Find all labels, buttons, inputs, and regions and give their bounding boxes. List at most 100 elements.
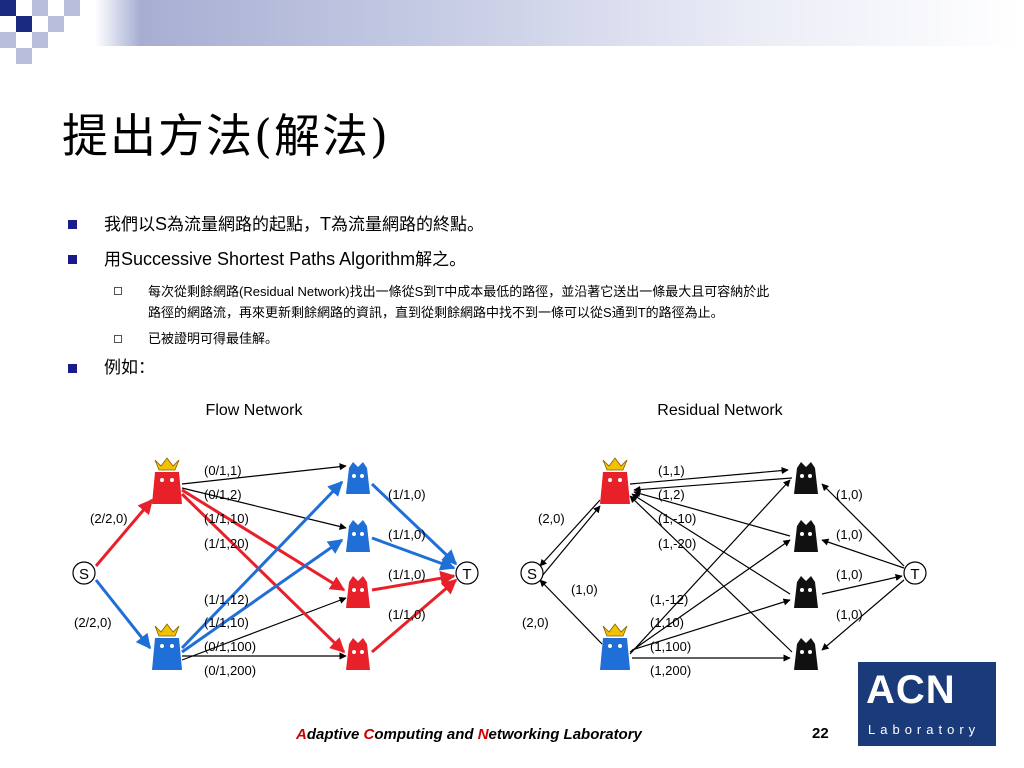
decor-square xyxy=(16,48,32,64)
pawn-black-icon xyxy=(794,520,818,552)
decor-square xyxy=(48,16,64,32)
bullet-item: 用Successive Shortest Paths Algorithm解之。 xyxy=(66,247,966,272)
flow-network-blue-paths xyxy=(94,480,458,654)
edge-label: (1,0) xyxy=(571,582,598,597)
slide-title: 提出方法(解法) xyxy=(62,109,390,163)
pawn-black-icon xyxy=(794,638,818,670)
edge-label: (1,-20) xyxy=(658,536,696,551)
logo-acn-text: ACN xyxy=(866,668,956,712)
edge xyxy=(180,480,344,650)
edge-label: (0/1,200) xyxy=(204,663,256,678)
edge-label: (1/1,12) xyxy=(204,592,249,607)
edge-label: (0/1,100) xyxy=(204,639,256,654)
hollow-square-bullet-icon xyxy=(114,335,122,343)
flow-network-heading: Flow Network xyxy=(206,402,304,419)
page-number: 22 xyxy=(812,725,829,742)
edge-label: (2/2,0) xyxy=(90,511,128,526)
edge-label: (1/1,0) xyxy=(388,527,426,542)
acn-logo: ACN Laboratory xyxy=(858,662,996,746)
edge-label: (1,0) xyxy=(836,607,863,622)
pawn-red-icon xyxy=(346,638,370,670)
edge xyxy=(629,479,791,655)
edge xyxy=(539,579,603,645)
edge xyxy=(633,490,791,537)
sub-bullet-item: 已被證明可得最佳解。 xyxy=(66,330,966,350)
decor-square xyxy=(16,16,32,32)
edge-label: (1,100) xyxy=(650,639,691,654)
decor-square xyxy=(64,0,80,16)
bullet-list: 我們以S為流量網路的起點，T為流量網路的終點。 用Successive Shor… xyxy=(66,212,966,390)
edge xyxy=(629,539,791,653)
edge xyxy=(629,495,793,653)
flow-network-edges xyxy=(181,463,347,661)
flow-network-red-paths xyxy=(94,488,458,654)
edge xyxy=(631,598,791,651)
edge xyxy=(821,538,905,569)
pawn-blue-icon xyxy=(346,462,370,494)
edge xyxy=(181,463,347,485)
edge xyxy=(181,488,346,592)
king-red-icon xyxy=(600,457,630,504)
king-blue-icon xyxy=(152,623,182,670)
edge xyxy=(180,492,346,654)
edge-label: (1,2) xyxy=(658,487,685,502)
edge-label: (1,0) xyxy=(836,527,863,542)
pawn-red-icon xyxy=(346,576,370,608)
bullet-item: 我們以S為流量網路的起點，T為流量網路的終點。 xyxy=(66,212,966,237)
edge-label: (1,1) xyxy=(658,463,685,478)
square-bullet-icon xyxy=(68,255,77,264)
edge-label: (0/1,2) xyxy=(204,487,242,502)
edge xyxy=(539,499,601,567)
edge xyxy=(370,482,458,566)
pawn-black-icon xyxy=(794,462,818,494)
decor-square xyxy=(32,32,48,48)
decor-square xyxy=(0,0,16,16)
edge-label: (2,0) xyxy=(522,615,549,630)
edge-label: (1,200) xyxy=(650,663,691,678)
source-label: S xyxy=(79,566,89,583)
king-blue-icon xyxy=(600,623,630,670)
edge xyxy=(821,483,905,567)
edge-label: (2/2,0) xyxy=(74,615,112,630)
sink-label: T xyxy=(910,566,919,583)
flow-network-labels: (2/2,0) (2/2,0) (0/1,1) (0/1,2) (1/1,10)… xyxy=(74,463,426,678)
edge xyxy=(629,466,789,485)
edge-label: (1,0) xyxy=(836,567,863,582)
sink-label: T xyxy=(462,566,471,583)
edge xyxy=(371,570,456,592)
residual-network-heading: Residual Network xyxy=(657,402,783,419)
pawn-black-icon xyxy=(794,576,818,608)
source-node xyxy=(520,561,544,585)
footer-lab-name: Adaptive Computing and Networking Labora… xyxy=(296,726,642,743)
edge-label: (2,0) xyxy=(538,511,565,526)
decor-square xyxy=(32,0,48,16)
edge xyxy=(371,578,458,654)
edge-label: (1,0) xyxy=(836,487,863,502)
edge xyxy=(821,579,905,651)
edge xyxy=(94,498,154,567)
edge-label: (1,-10) xyxy=(658,511,696,526)
edge-label: (1/1,0) xyxy=(388,487,426,502)
edge xyxy=(541,505,601,577)
edge-label: (1/1,0) xyxy=(388,607,426,622)
king-red-icon xyxy=(152,457,182,504)
sink-node xyxy=(903,561,927,585)
edge-label: (1,-12) xyxy=(650,592,688,607)
edge-label: (1/1,10) xyxy=(204,511,249,526)
edge-label: (1/1,20) xyxy=(204,536,249,551)
source-label: S xyxy=(527,566,537,583)
sub-bullet-item: 每次從剩餘網路(Residual Network)找出一條從S到T中成本最低的路… xyxy=(66,282,966,324)
residual-network-labels: (2,0) (2,0) (1,0) (1,1) (1,2) (1,-10) (1… xyxy=(522,463,863,678)
pawn-blue-icon xyxy=(346,520,370,552)
hollow-square-bullet-icon xyxy=(114,287,122,295)
edge xyxy=(371,536,456,571)
edge-label: (1/1,0) xyxy=(388,567,426,582)
edge-label: (0/1,1) xyxy=(204,463,242,478)
bullet-item: 例如： xyxy=(66,356,966,380)
edge-label: (1/1,10) xyxy=(204,615,249,630)
decor-square xyxy=(0,32,16,48)
edge-label: (1,10) xyxy=(650,615,684,630)
square-bullet-icon xyxy=(68,364,77,373)
source-node xyxy=(72,561,96,585)
